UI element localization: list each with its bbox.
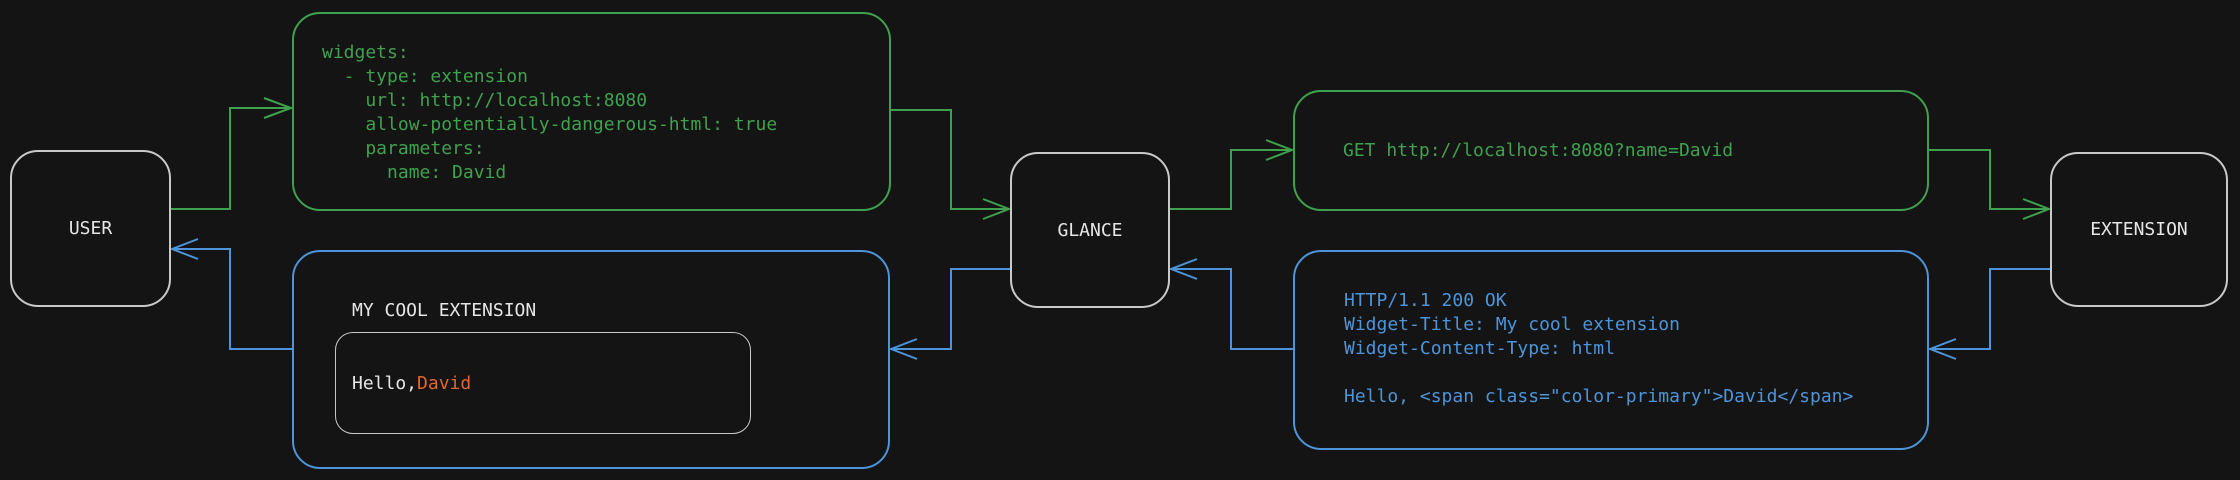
widget-greeting-box: Hello, David <box>335 332 751 434</box>
http-response-box: HTTP/1.1 200 OK Widget-Title: My cool ex… <box>1293 250 1929 450</box>
arrowhead-response-in-icon <box>1927 338 1957 360</box>
glance-node: GLANCE <box>1010 152 1170 308</box>
arrow-response-to-glance <box>1168 258 1293 350</box>
user-node-label: USER <box>68 218 113 239</box>
config-yaml-box: widgets: - type: extension url: http://l… <box>292 12 891 211</box>
arrow-extension-to-response <box>1927 268 2050 360</box>
arrow-request-to-extension <box>1929 149 2052 220</box>
arrowhead-user-in-icon <box>169 238 199 260</box>
http-request-box: GET http://localhost:8080?name=David <box>1293 90 1929 211</box>
arrowhead-glance-in-icon <box>982 198 1012 220</box>
user-node: USER <box>10 150 171 307</box>
arrowhead-extension-in-icon <box>2022 198 2052 220</box>
arrow-widget-to-user <box>169 238 292 350</box>
widget-preview-title: MY COOL EXTENSION <box>352 300 537 321</box>
arrowhead-widget-in-icon <box>888 338 918 360</box>
arrowhead-config-in-icon <box>263 97 294 119</box>
config-yaml-code: widgets: - type: extension url: http://l… <box>322 42 778 183</box>
arrowhead-request-in-icon <box>1265 139 1295 161</box>
greeting-prefix: Hello, <box>352 372 418 394</box>
extension-node-label: EXTENSION <box>2090 219 2188 240</box>
arrow-glance-to-widget <box>888 268 1010 360</box>
arrow-user-to-config <box>171 97 294 210</box>
extension-node: EXTENSION <box>2050 152 2228 307</box>
widget-preview-box: MY COOL EXTENSION Hello, David <box>292 250 890 469</box>
arrowhead-glance-return-icon <box>1168 258 1198 280</box>
http-request-text: GET http://localhost:8080?name=David <box>1343 140 1734 161</box>
greeting-name: David <box>417 372 472 394</box>
glance-node-label: GLANCE <box>1057 219 1123 241</box>
arrow-config-to-glance <box>891 109 1012 220</box>
arrow-glance-to-request <box>1170 139 1295 210</box>
http-response-code: HTTP/1.1 200 OK Widget-Title: My cool ex… <box>1344 290 1854 407</box>
